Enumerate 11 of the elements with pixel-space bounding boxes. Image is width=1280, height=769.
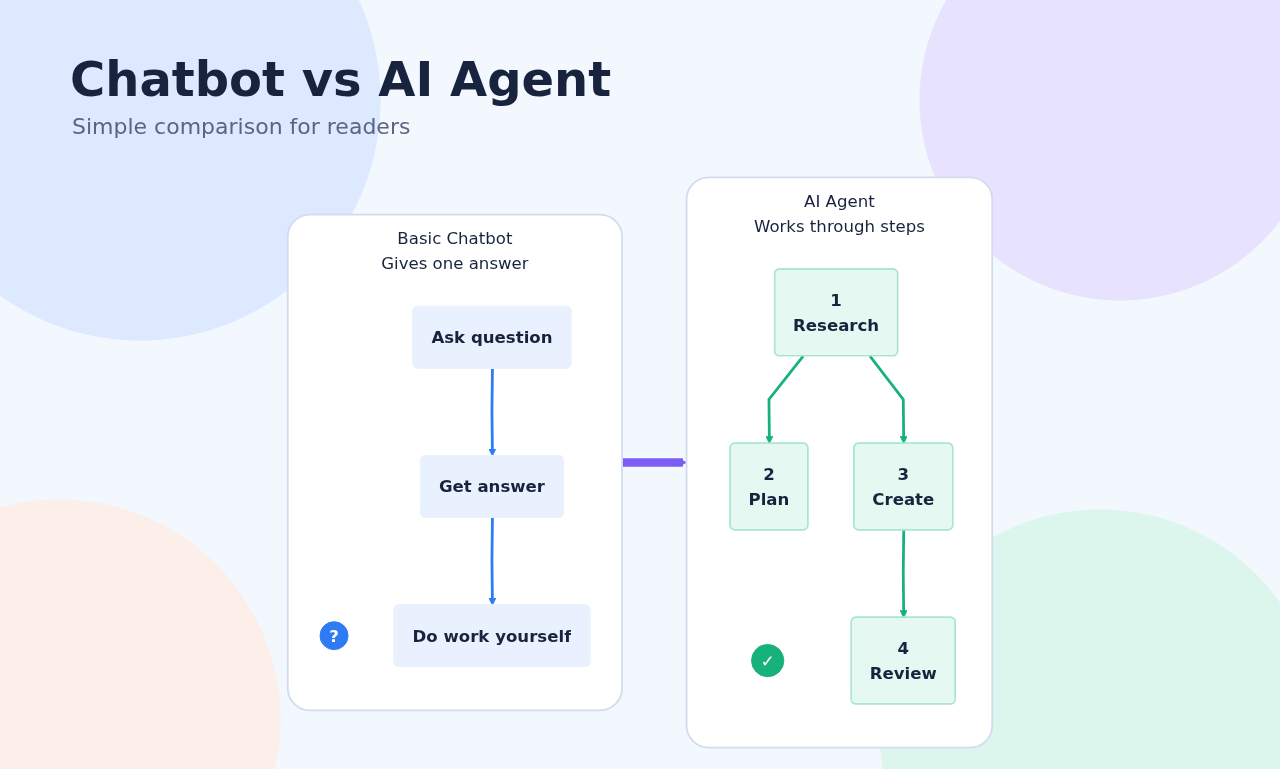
step-box: 2 Plan: [729, 442, 809, 531]
step-box: 1 Research: [773, 268, 899, 357]
subtitle: Simple comparison for readers: [72, 114, 411, 139]
step-box: Get answer: [420, 455, 564, 518]
step-box: 4 Review: [850, 616, 956, 705]
round-badge: ?: [319, 621, 349, 651]
step-box: Ask question: [412, 305, 572, 369]
round-badge: ✓: [751, 643, 785, 678]
step-box: Do work yourself: [393, 604, 591, 667]
step-box: 3 Create: [853, 442, 954, 531]
title: Chatbot vs AI Agent: [70, 50, 612, 109]
